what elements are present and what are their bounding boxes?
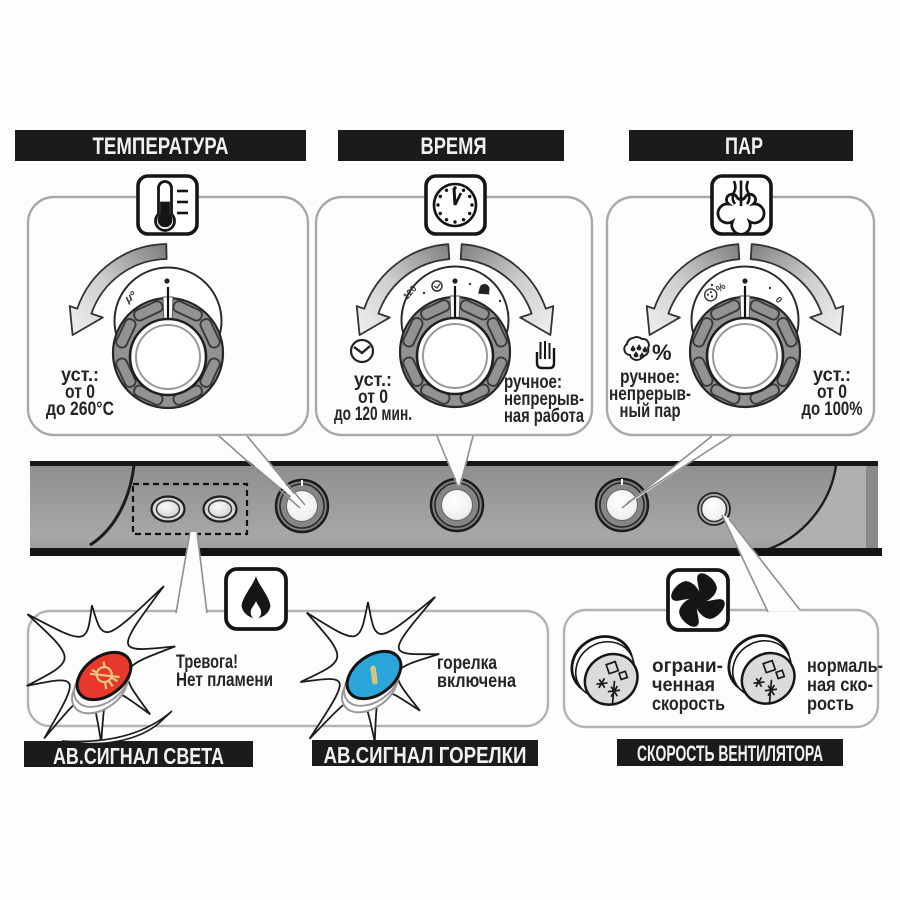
svg-text:от 0: от 0 xyxy=(65,382,95,403)
svg-text:уст.:: уст.: xyxy=(61,365,99,386)
svg-text:ная работа: ная работа xyxy=(504,406,584,427)
svg-text:ручное:: ручное: xyxy=(504,372,562,393)
svg-text:до 260°C: до 260°C xyxy=(46,399,114,420)
svg-text:ПАР: ПАР xyxy=(725,133,763,160)
svg-text:АВ.СИГНАЛ СВЕТА: АВ.СИГНАЛ СВЕТА xyxy=(53,743,224,769)
svg-text:ручное:: ручное: xyxy=(620,367,680,388)
svg-text:включена: включена xyxy=(437,671,516,692)
svg-text:скорость: скорость xyxy=(652,694,725,715)
svg-text:нормаль-: нормаль- xyxy=(807,656,883,677)
svg-text:ная ско-: ная ско- xyxy=(807,675,873,696)
svg-text:ТЕМПЕРАТУРА: ТЕМПЕРАТУРА xyxy=(93,133,229,160)
svg-text:горелка: горелка xyxy=(437,653,497,674)
svg-text:ченная: ченная xyxy=(652,675,715,696)
svg-text:до 120 мин.: до 120 мин. xyxy=(334,404,412,425)
svg-text:ограни-: ограни- xyxy=(652,656,723,677)
svg-text:от 0: от 0 xyxy=(358,387,388,408)
svg-text:ный пар: ный пар xyxy=(620,401,681,422)
svg-text:Тревога!: Тревога! xyxy=(176,652,238,673)
svg-text:ВРЕМЯ: ВРЕМЯ xyxy=(421,133,487,160)
svg-text:уст.:: уст.: xyxy=(813,365,851,386)
svg-text:уст.:: уст.: xyxy=(354,370,392,391)
svg-text:от 0: от 0 xyxy=(817,382,847,403)
svg-text:0: 0 xyxy=(774,295,785,305)
svg-text:непрерыв-: непрерыв- xyxy=(609,384,691,405)
svg-text:%: % xyxy=(652,340,672,365)
svg-text:Нет пламени: Нет пламени xyxy=(176,670,273,691)
svg-text:СКОРОСТЬ ВЕНТИЛЯТОРА: СКОРОСТЬ ВЕНТИЛЯТОРА xyxy=(637,741,823,766)
svg-text:АВ.СИГНАЛ ГОРЕЛКИ: АВ.СИГНАЛ ГОРЕЛКИ xyxy=(324,742,527,768)
svg-text:до 100%: до 100% xyxy=(802,399,863,420)
svg-text:непрерыв-: непрерыв- xyxy=(504,389,584,410)
svg-text:рость: рость xyxy=(807,694,854,715)
